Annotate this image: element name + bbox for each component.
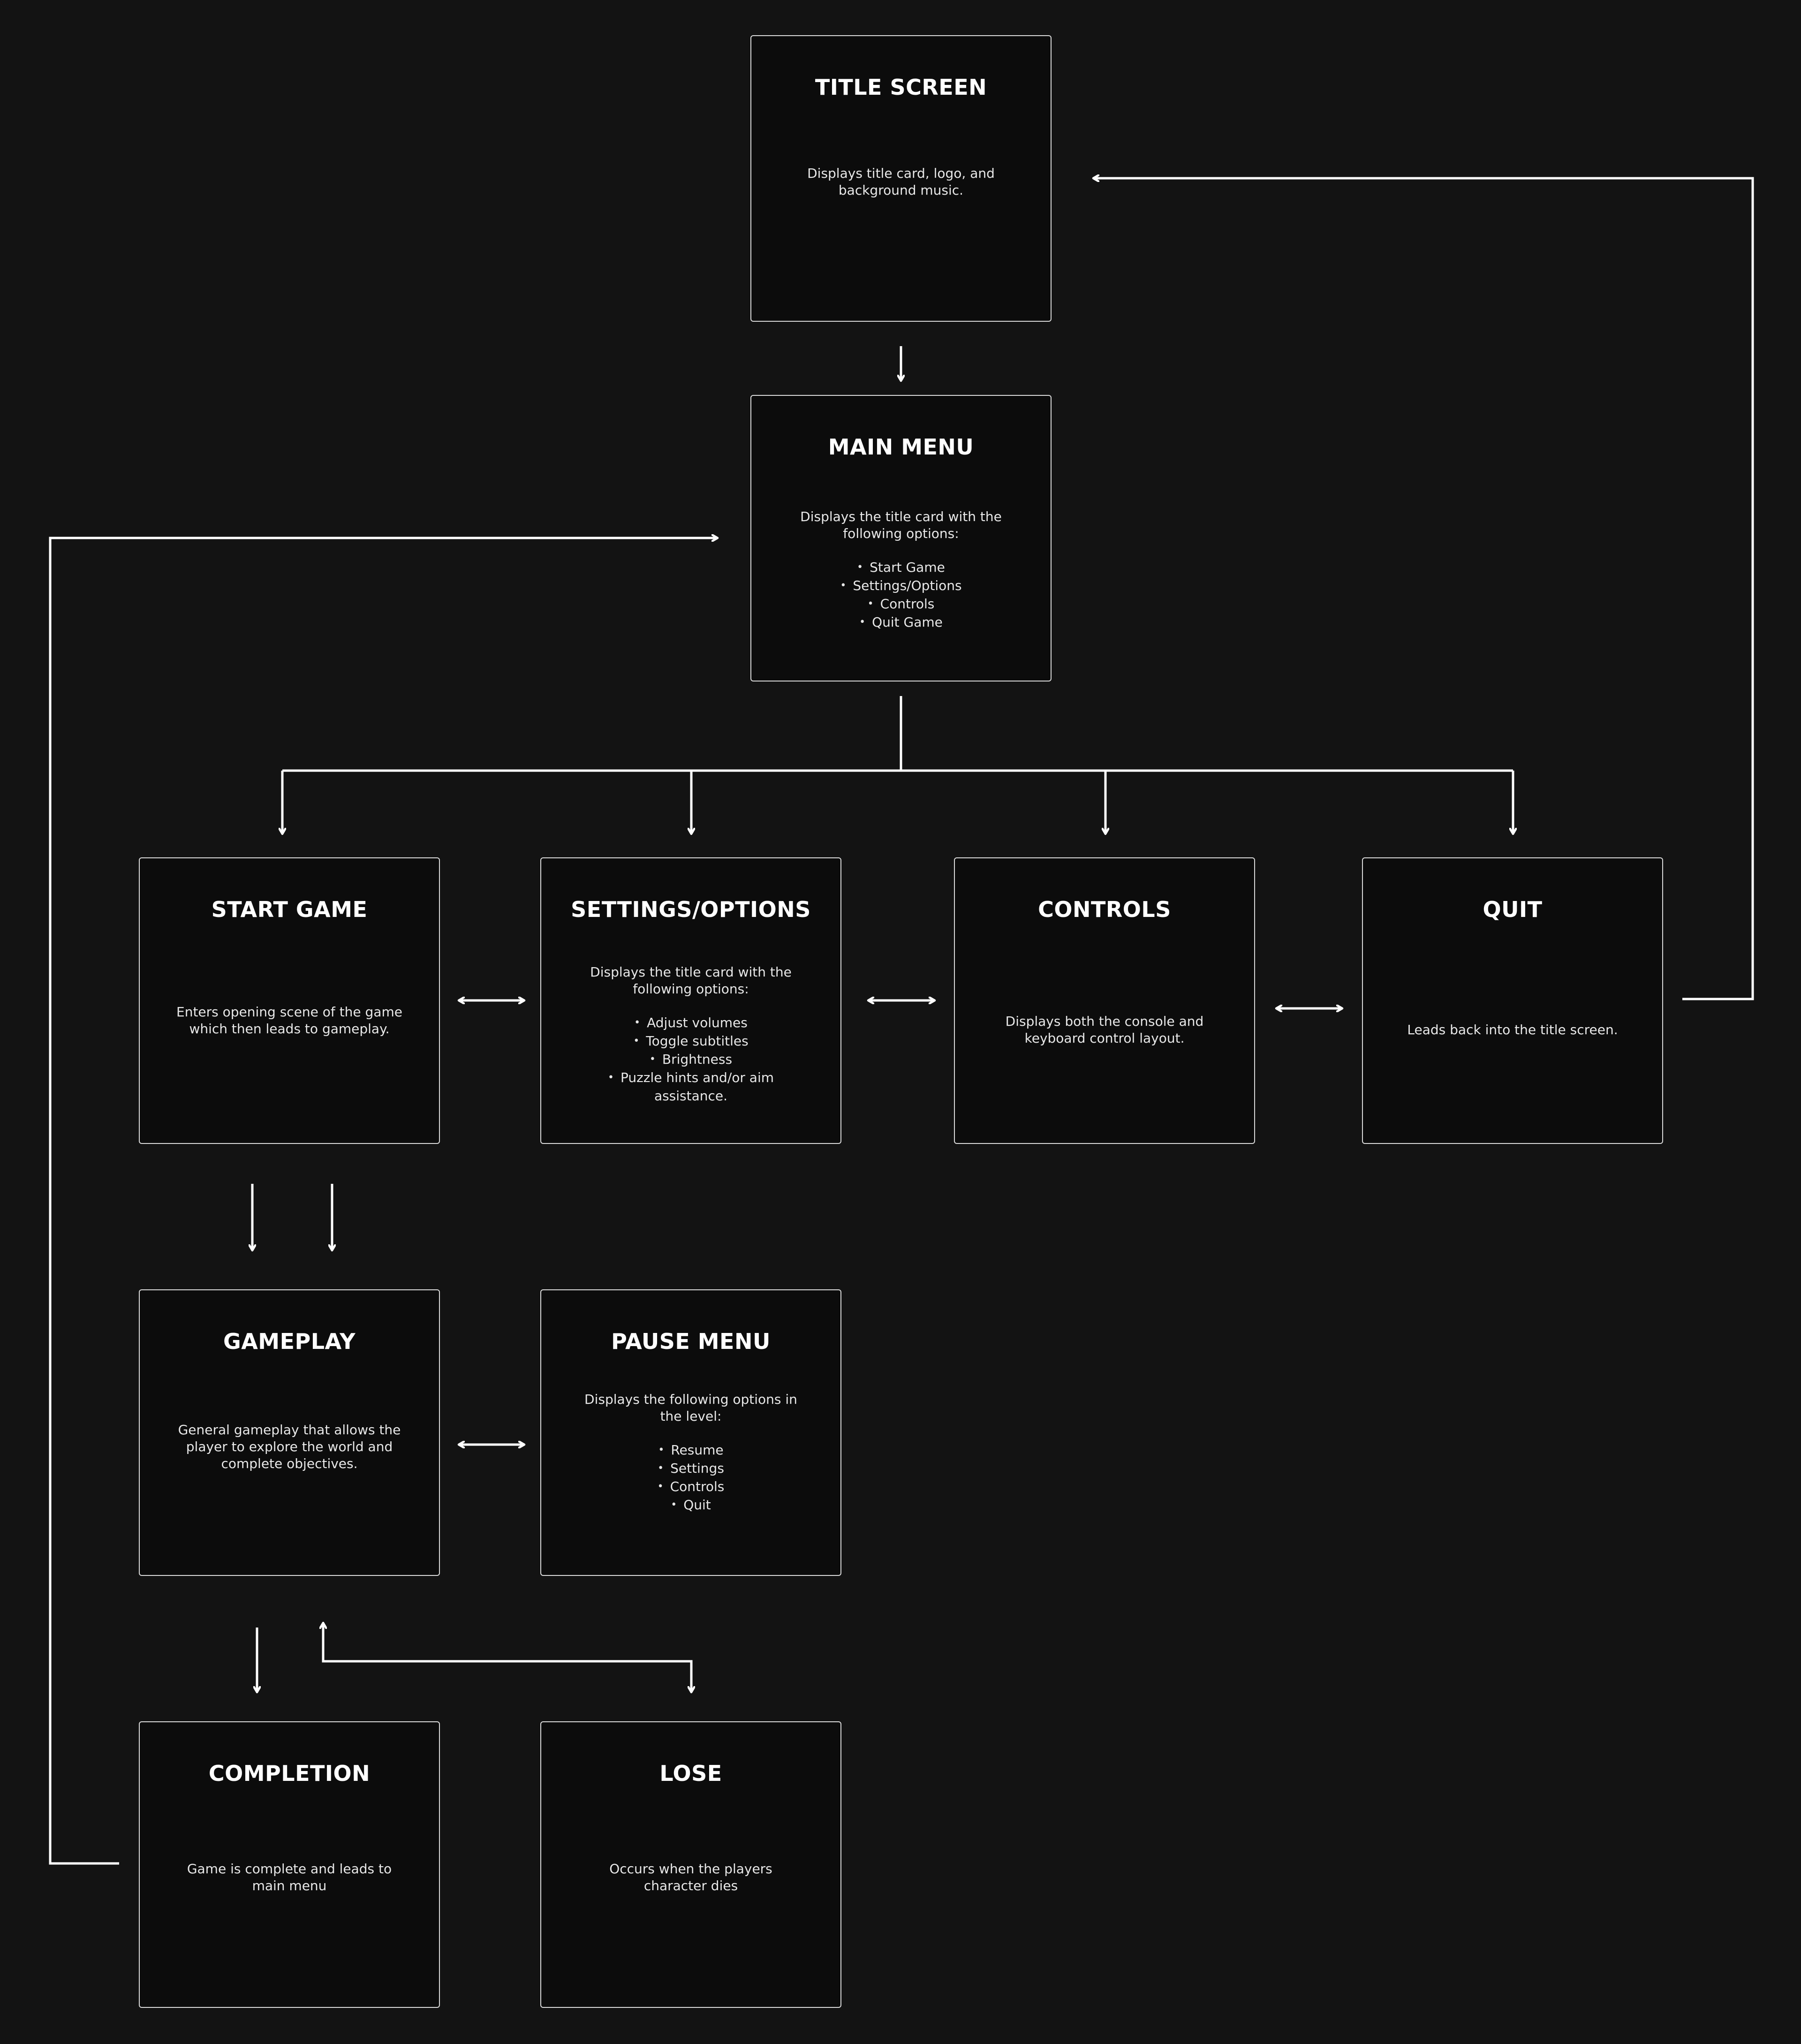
node-description: Displays both the console and keyboard c…	[1005, 1014, 1204, 1046]
option-item: •Controls	[657, 1479, 725, 1494]
option-list: •Start Game •Settings/Options •Controls …	[784, 559, 1018, 632]
node-description: Displays the title card with the followi…	[590, 964, 792, 997]
node-body: Displays title card, logo, and backgroun…	[784, 165, 1018, 199]
option-item: •Toggle subtitles	[633, 1033, 749, 1049]
option-list: •Resume •Settings •Controls •Quit	[574, 1442, 808, 1515]
option-item: •Start Game	[857, 560, 945, 575]
option-item: •Quit	[671, 1497, 711, 1513]
node-body: Leads back into the title screen.	[1386, 1022, 1639, 1038]
node-title: CONTROLS	[1038, 897, 1171, 922]
option-item: •Settings	[658, 1461, 724, 1476]
bullet-icon: •	[649, 1053, 656, 1065]
option-list: •Adjust volumes •Toggle subtitles •Brigh…	[569, 1014, 812, 1105]
node-title: GAMEPLAY	[223, 1329, 356, 1354]
bullet-icon: •	[857, 561, 863, 573]
node-description: Game is complete and leads to main menu	[187, 1861, 392, 1893]
node-description: Enters opening scene of the game which t…	[176, 1004, 402, 1037]
node-quit: QUIT Leads back into the title screen.	[1362, 857, 1663, 1144]
option-item: •Controls	[867, 596, 935, 612]
node-title: QUIT	[1483, 897, 1543, 922]
bullet-icon: •	[840, 580, 847, 591]
node-body: Displays the following options in the le…	[574, 1391, 808, 1515]
node-description: Occurs when the players character dies	[609, 1861, 772, 1893]
option-item: •Settings/Options	[840, 578, 962, 593]
node-title: LOSE	[659, 1761, 722, 1786]
option-item: •Resume	[658, 1442, 724, 1458]
node-title: PAUSE MENU	[611, 1329, 771, 1354]
option-item: •Brightness	[649, 1052, 733, 1067]
bullet-icon: •	[859, 616, 866, 628]
option-item: •Quit Game	[859, 614, 943, 630]
node-title: SETTINGS/OPTIONS	[571, 897, 811, 922]
node-body: Displays both the console and keyboard c…	[988, 1013, 1221, 1047]
node-body: Game is complete and leads to main menu	[177, 1861, 401, 1894]
node-title: TITLE SCREEN	[815, 75, 987, 100]
node-title-screen: TITLE SCREEN Displays title card, logo, …	[750, 35, 1052, 322]
node-lose: LOSE Occurs when the players character d…	[540, 1721, 841, 2008]
node-body: Displays the title card with the followi…	[784, 508, 1018, 632]
node-title: MAIN MENU	[828, 434, 974, 460]
node-pause-menu: PAUSE MENU Displays the following option…	[540, 1289, 841, 1576]
bullet-icon: •	[658, 1444, 665, 1456]
connector-quit-to-title	[1093, 178, 1754, 1000]
node-description: Displays title card, logo, and backgroun…	[807, 166, 995, 198]
bullet-icon: •	[607, 1072, 614, 1083]
bullet-icon: •	[867, 598, 874, 610]
node-main-menu: MAIN MENU Displays the title card with t…	[750, 395, 1052, 681]
bullet-icon: •	[633, 1035, 640, 1047]
node-completion: COMPLETION Game is complete and leads to…	[139, 1721, 440, 2008]
node-title: START GAME	[211, 897, 368, 922]
node-body: Displays the title card with the followi…	[569, 964, 812, 1105]
node-description: Leads back into the title screen.	[1407, 1022, 1618, 1037]
node-description: Displays the title card with the followi…	[800, 509, 1002, 541]
option-item: •Adjust volumes	[634, 1015, 748, 1030]
bullet-icon: •	[634, 1017, 641, 1029]
node-gameplay: GAMEPLAY General gameplay that allows th…	[139, 1289, 440, 1576]
node-controls: CONTROLS Displays both the console and k…	[954, 857, 1255, 1144]
bullet-icon: •	[658, 1462, 664, 1474]
bullet-icon: •	[657, 1481, 664, 1492]
connector-completion-to-menu	[49, 538, 718, 1865]
bullet-icon: •	[671, 1499, 677, 1511]
node-settings-options: SETTINGS/OPTIONS Displays the title card…	[540, 857, 841, 1144]
node-start-game: START GAME Enters opening scene of the g…	[139, 857, 440, 1144]
node-title: COMPLETION	[208, 1761, 371, 1786]
node-body: Enters opening scene of the game which t…	[173, 1004, 406, 1037]
connector-gameplay-lose	[323, 1623, 691, 1692]
option-item: •Puzzle hints and/or aim assistance.	[607, 1070, 774, 1104]
node-description: Displays the following options in the le…	[584, 1392, 797, 1424]
node-description: General gameplay that allows the player …	[178, 1422, 401, 1471]
node-body: General gameplay that allows the player …	[177, 1422, 401, 1472]
node-body: Occurs when the players character dies	[598, 1861, 784, 1894]
